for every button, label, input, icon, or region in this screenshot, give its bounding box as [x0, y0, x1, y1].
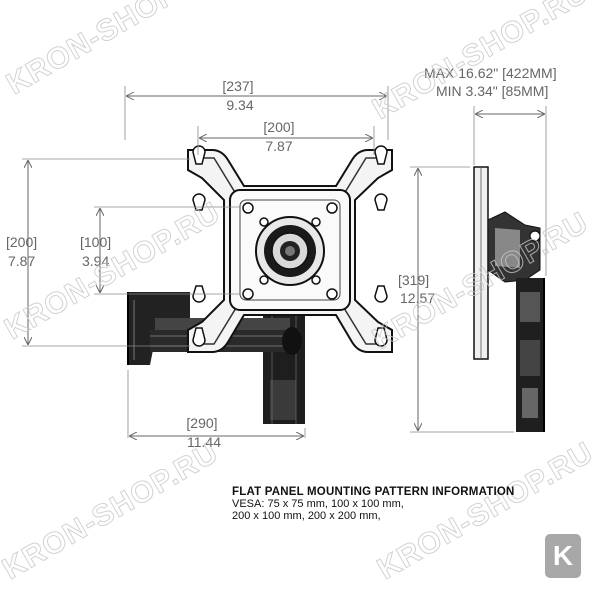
logo-letter: K	[552, 540, 574, 571]
dim-height-mm: [319]	[398, 272, 429, 288]
store-logo: K	[545, 534, 581, 578]
dim-vesa-inner-in: 3.94	[82, 253, 109, 269]
side-view	[473, 166, 545, 432]
mounting-pattern-info: FLAT PANEL MOUNTING PATTERN INFORMATION …	[232, 486, 515, 522]
info-line: 200 x 100 mm, 200 x 200 mm,	[232, 510, 381, 522]
dim-vesa-inner-mm: [100]	[80, 234, 111, 250]
dim-vesa-width-in: 7.87	[265, 138, 292, 154]
watermark-text: KRON-SHOP.RU	[1, 0, 228, 101]
dim-vesa-height-mm: [200]	[6, 234, 37, 250]
info-title: FLAT PANEL MOUNTING PATTERN INFORMATION	[232, 486, 515, 498]
dim-extension-min: MIN 3.34" [85MM]	[436, 83, 548, 99]
central-hub	[255, 216, 325, 286]
dim-depth-mm: [290]	[186, 415, 217, 431]
dim-extension-max: MAX 16.62" [422MM]	[424, 65, 557, 81]
front-view	[127, 145, 393, 424]
dim-vesa-width-mm: [200]	[263, 119, 294, 135]
watermark-text: KRON-SHOP.RU	[0, 436, 224, 586]
info-line: VESA: 75 x 75 mm, 100 x 100 mm,	[232, 498, 404, 510]
watermark-text: KRON-SHOP.RU	[367, 0, 594, 126]
dim-overall-width-mm: [237]	[222, 78, 253, 94]
dim-height-in: 12.57	[400, 290, 435, 306]
dim-vesa-height-in: 7.87	[8, 253, 35, 269]
dim-overall-width-in: 9.34	[226, 97, 253, 113]
dim-depth-in: 11.44	[187, 434, 221, 450]
keyhole-slots	[192, 145, 388, 347]
vesa-holes	[242, 202, 338, 300]
vesa-plate	[187, 145, 393, 353]
dimension-labels: [237] 9.34 [200] 7.87 [200] 7.87 [100] 3…	[6, 65, 557, 450]
dimension-lines	[22, 86, 547, 438]
